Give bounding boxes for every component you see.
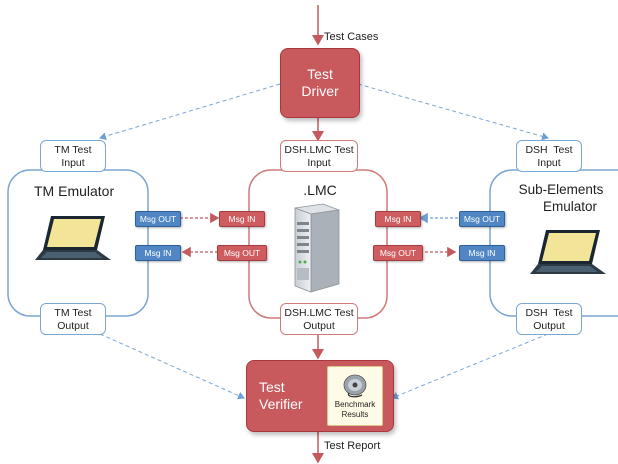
lmc-input-line2: Input bbox=[307, 157, 331, 169]
sub-input-line1: DSH Test bbox=[525, 144, 573, 156]
lmc-msg-in-right: Msg IN bbox=[375, 211, 421, 227]
lmc-test-output-box: DSH.LMC Test Output bbox=[280, 303, 358, 335]
laptop-icon bbox=[35, 216, 111, 260]
tm-msg-in-button: Msg IN bbox=[135, 245, 181, 261]
tm-output-line1: TM Test bbox=[54, 307, 92, 319]
dashed-driver-to-tm bbox=[99, 83, 281, 141]
tm-input-line2: Input bbox=[61, 157, 85, 169]
lmc-msg-out-left: Msg OUT bbox=[217, 245, 267, 261]
lmc-msg-out-right: Msg OUT bbox=[373, 245, 423, 261]
tm-input-line1: TM Test bbox=[54, 144, 92, 156]
lmc-output-line2: Output bbox=[303, 320, 335, 332]
tm-test-output-box: TM Test Output bbox=[40, 303, 106, 335]
test-verifier-box: Test Verifier Benchmark Results bbox=[246, 360, 394, 432]
test-cases-label: Test Cases bbox=[324, 31, 379, 43]
test-verifier-label-line2: Verifier bbox=[259, 396, 303, 412]
test-verifier-label-line1: Test bbox=[259, 379, 285, 395]
benchmark-results-doc: Benchmark Results bbox=[327, 366, 383, 426]
lmc-title: .LMC bbox=[303, 182, 337, 198]
lmc-input-line1: DSH.LMC Test bbox=[284, 144, 354, 156]
dashed-tm-to-verifier bbox=[99, 333, 245, 400]
dashed-driver-to-sub bbox=[357, 83, 549, 141]
lmc-output-line1: DSH.LMC Test bbox=[284, 307, 354, 319]
tm-output-line2: Output bbox=[57, 320, 89, 332]
lmc-msg-in-left: Msg IN bbox=[219, 211, 265, 227]
benchmark-label-line1: Benchmark bbox=[334, 400, 376, 409]
sub-output-line1: DSH Test bbox=[525, 307, 573, 319]
test-driver-label-line1: Test bbox=[307, 66, 333, 82]
server-icon bbox=[294, 203, 340, 293]
test-driver-label-line2: Driver bbox=[301, 83, 339, 99]
tm-emulator-title: TM Emulator bbox=[34, 183, 115, 199]
benchmark-label-line2: Results bbox=[341, 410, 369, 419]
sub-msg-in-button: Msg IN bbox=[459, 245, 505, 261]
dashed-sub-to-verifier bbox=[391, 333, 549, 400]
tm-msg-out-button: Msg OUT bbox=[135, 211, 181, 227]
cd-icon bbox=[343, 374, 367, 398]
sub-msg-out-button: Msg OUT bbox=[459, 211, 505, 227]
test-driver-box: Test Driver bbox=[280, 48, 360, 118]
lmc-test-input-box: DSH.LMC Test Input bbox=[280, 140, 358, 172]
sub-emulator-title-line1: Sub-Elements bbox=[518, 182, 604, 197]
test-report-label: Test Report bbox=[324, 440, 381, 452]
sub-emulator-title-line2: Emulator bbox=[542, 199, 598, 214]
sub-input-line2: Input bbox=[537, 157, 561, 169]
sub-output-line2: Output bbox=[533, 320, 565, 332]
laptop-icon bbox=[530, 230, 606, 274]
tm-test-input-box: TM Test Input bbox=[40, 140, 106, 172]
sub-test-input-box: DSH Test Input bbox=[516, 140, 582, 172]
sub-test-output-box: DSH Test Output bbox=[516, 303, 582, 335]
